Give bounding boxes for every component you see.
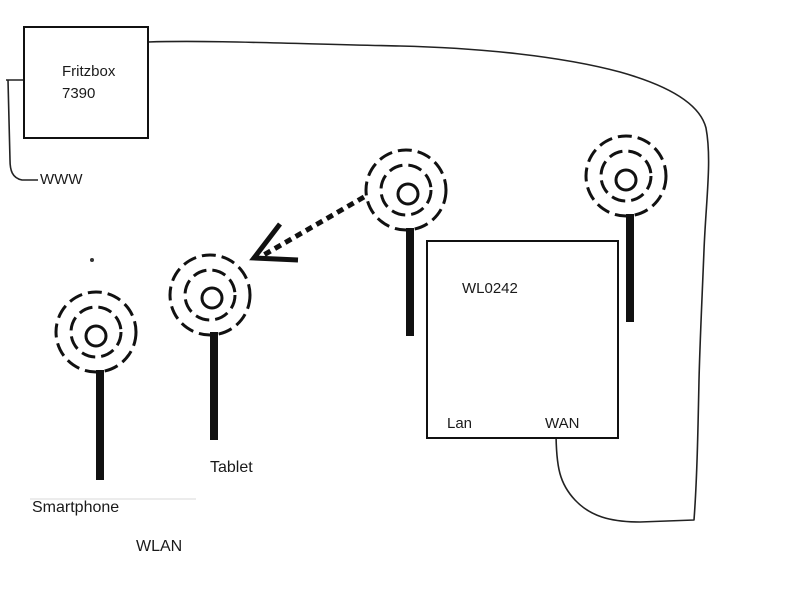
www-label: WWW bbox=[40, 171, 83, 188]
smartphone-label: Smartphone bbox=[32, 499, 119, 516]
wl0242-name: WL0242 bbox=[462, 280, 518, 297]
antenna-icon bbox=[54, 290, 138, 480]
antenna-icon bbox=[364, 148, 448, 336]
wl0242-box bbox=[426, 240, 619, 439]
fritzbox-model: 7390 bbox=[62, 85, 95, 102]
cable-fritzbox-to-wan bbox=[147, 40, 710, 523]
fritzbox-box bbox=[23, 26, 149, 139]
wl0242-lan-port: Lan bbox=[447, 415, 472, 432]
wlan-label: WLAN bbox=[136, 538, 182, 555]
dot bbox=[90, 258, 94, 262]
arrow-icon bbox=[249, 194, 366, 263]
wl0242-wan-port: WAN bbox=[545, 415, 579, 432]
fritzbox-name: Fritzbox bbox=[62, 63, 116, 80]
antenna-icon bbox=[168, 253, 252, 440]
tablet-label: Tablet bbox=[210, 459, 253, 476]
antenna-icon bbox=[584, 134, 668, 322]
cable-www bbox=[6, 79, 38, 181]
